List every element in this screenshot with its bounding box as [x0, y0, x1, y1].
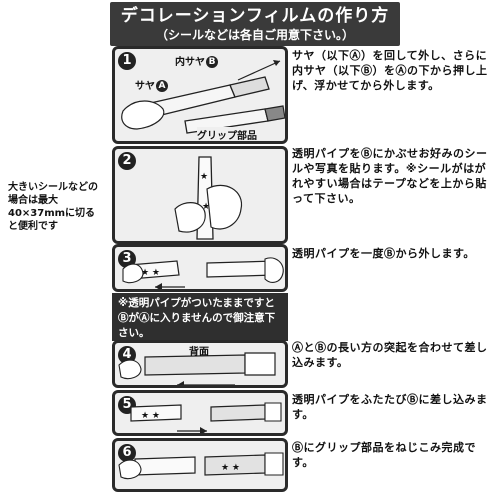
step-2-text: 透明パイプをⒷにかぶせお好みのシールや写真を貼ります。※シールがはがれやすい場合… [292, 147, 488, 205]
step-5-text: 透明パイプをふたたびⒷに差し込みます。 [292, 393, 488, 421]
step-2-illustration: 2 ★ ★ [112, 146, 288, 244]
step-1-text: サヤ（以下Ⓐ）を回して外し、さらに内サヤ（以下Ⓑ）をⒶの下から押し上げ、浮かせて… [292, 49, 488, 92]
svg-text:★: ★ [202, 202, 210, 212]
svg-text:★ ★: ★ ★ [141, 411, 160, 421]
svg-text:★: ★ [200, 172, 208, 182]
step-1-drawing [121, 60, 285, 141]
step-2-drawing: ★ ★ [174, 156, 243, 240]
step-4-illustration: 4 背面 [112, 340, 288, 388]
step-number: 4 [118, 346, 136, 364]
step-5-illustration: 5 ★ ★ [112, 390, 288, 436]
step-4-drawing [118, 352, 276, 385]
step-number: 3 [118, 250, 136, 268]
step-3-text: 透明パイプを一度Ⓑから外します。 [292, 247, 475, 260]
page-subtitle: （シールなどは各自ご用意下さい。） [155, 28, 354, 42]
step-3-illustration: 3 ★ ★ [112, 244, 288, 292]
page-title: デコレーションフィルムの作り方 [120, 6, 390, 26]
step-5-drawing: ★ ★ [130, 402, 282, 433]
svg-text:★ ★: ★ ★ [221, 463, 240, 473]
step-number: 6 [118, 444, 136, 462]
page-header: デコレーションフィルムの作り方 （シールなどは各自ご用意下さい。） [110, 2, 400, 46]
step-number: 2 [118, 152, 136, 170]
grip-label: グリップ部品 [197, 127, 257, 141]
step-6-illustration: 6 ★ ★ [112, 438, 288, 492]
step-number: 1 [118, 52, 136, 70]
step-3-drawing: ★ ★ [122, 257, 284, 289]
step-6-drawing: ★ ★ [118, 452, 284, 480]
size-tip: 大きいシールなどの場合は最大40×37mmに切ると便利です [8, 181, 104, 233]
step-6-text: Ⓑにグリップ部品をねじこみ完成です。 [292, 441, 476, 469]
svg-text:★ ★: ★ ★ [141, 268, 160, 278]
step-4-text: ⒶとⒷの長い方の突起を合わせて差し込みます。 [292, 341, 488, 369]
warning-note: ※透明パイプがついたままですとⒷがⒶに入りませんので御注意下さい。 [112, 293, 288, 341]
badge-a: A [156, 80, 168, 92]
back-label: 背面 [189, 347, 209, 358]
badge-b: B [206, 56, 218, 68]
